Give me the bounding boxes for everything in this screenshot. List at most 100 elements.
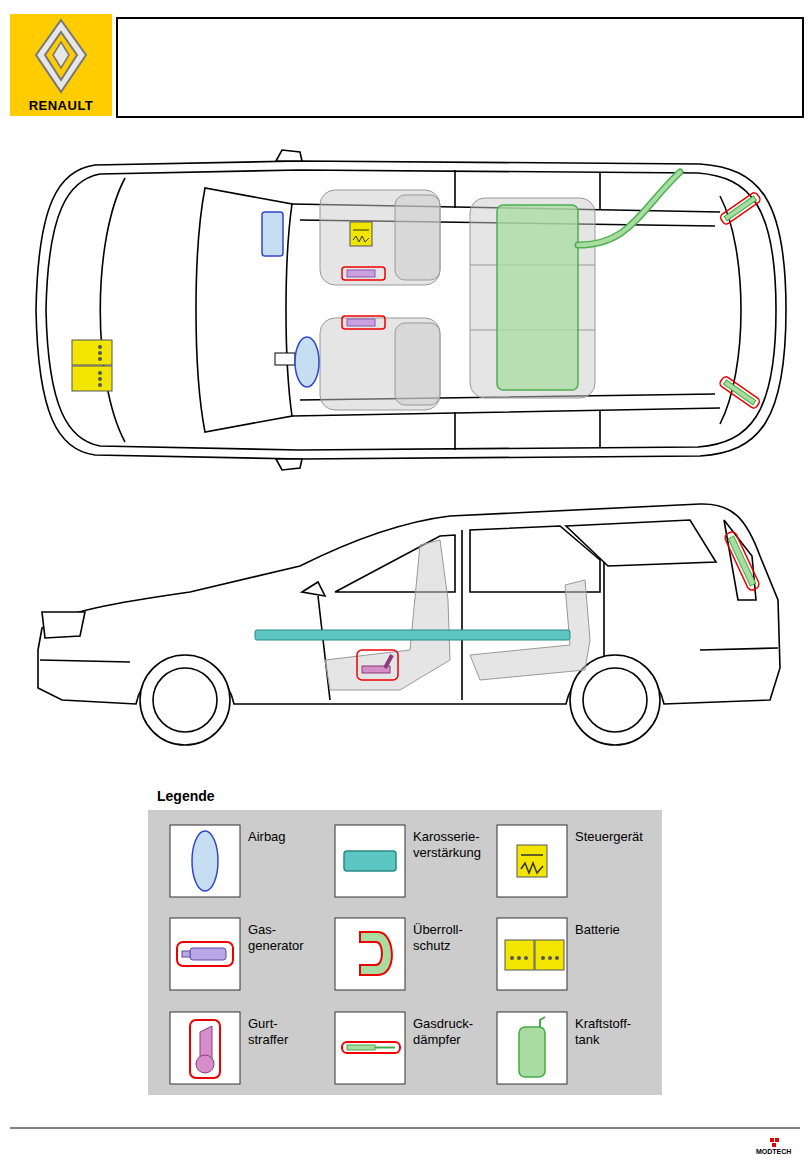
belt-tensioner-side bbox=[357, 650, 398, 680]
car-side-view-part bbox=[42, 612, 85, 638]
seat-part bbox=[320, 318, 440, 410]
legend-text: Airbag bbox=[248, 829, 286, 845]
legend-item: Gasdruck- dämpfer bbox=[413, 1016, 473, 1049]
legend-item: Gas- generator bbox=[248, 922, 304, 955]
gas-strut-symbol-part bbox=[347, 1045, 375, 1050]
airbag-top-part bbox=[295, 337, 319, 387]
modtech-logo-part bbox=[775, 1138, 779, 1142]
airbag-symbol-part bbox=[192, 831, 218, 891]
battery-top-part bbox=[72, 340, 112, 365]
legend-text: Batterie bbox=[575, 922, 620, 938]
gas-generator-top-part bbox=[342, 267, 385, 280]
gas-generator-symbol bbox=[177, 942, 233, 966]
legend-icon-box-part bbox=[497, 825, 567, 897]
seat-part bbox=[470, 198, 595, 398]
legend-text: Gas- generator bbox=[248, 922, 304, 955]
belt-tensioner-side-part bbox=[357, 650, 398, 680]
gas-strut-side bbox=[723, 530, 760, 591]
legend-icon-box bbox=[170, 825, 567, 1084]
battery-top-part bbox=[98, 351, 102, 355]
fuel-tank-symbol bbox=[519, 1017, 545, 1077]
gas-generator-symbol-part bbox=[182, 951, 190, 957]
car-side-view-part bbox=[583, 668, 647, 732]
fuel-tank-top-part bbox=[497, 205, 578, 390]
modtech-logo-part bbox=[770, 1138, 774, 1142]
body-reinforcement-symbol-part bbox=[344, 851, 396, 871]
gas-strut-symbol-part bbox=[375, 1047, 395, 1049]
legend-item: Karosserie- verstärkung bbox=[413, 829, 481, 862]
control-unit-top-part bbox=[353, 230, 369, 242]
car-side-view-part bbox=[302, 582, 325, 596]
battery-symbol-part bbox=[555, 956, 559, 960]
car-side-view bbox=[38, 504, 780, 745]
footer-rule bbox=[10, 1128, 800, 1129]
control-unit-top bbox=[350, 222, 372, 246]
airbag-top-part bbox=[275, 353, 295, 365]
legend-item: Kraftstoff- tank bbox=[575, 1016, 631, 1049]
renault-logo bbox=[10, 14, 112, 116]
rollover-protection-symbol-part bbox=[360, 932, 392, 975]
car-top-view-part bbox=[455, 170, 600, 450]
car-top-view-part bbox=[36, 161, 786, 459]
legend-text: Überroll- schutz bbox=[413, 922, 463, 955]
seat-part bbox=[320, 190, 440, 285]
gas-strut-top-part bbox=[724, 380, 756, 405]
battery-top-part bbox=[98, 383, 102, 387]
legend-icon-box-part bbox=[170, 825, 240, 897]
legend-icon-box-part bbox=[335, 918, 405, 990]
gas-strut-top-part bbox=[719, 191, 761, 225]
renault-logo-part bbox=[53, 42, 69, 68]
battery-symbol-part bbox=[517, 956, 521, 960]
body-reinforcement-side-part bbox=[255, 630, 570, 640]
legend-item: Gurt- straffer bbox=[248, 1016, 288, 1049]
car-side-view-part bbox=[153, 668, 217, 732]
fuel-tank-top-part bbox=[578, 172, 680, 245]
legend-icon-box-part bbox=[497, 918, 567, 990]
legend-item: Überroll- schutz bbox=[413, 922, 463, 955]
fuel-tank-top bbox=[497, 172, 680, 390]
seat-part bbox=[395, 195, 440, 280]
battery-symbol bbox=[505, 940, 564, 970]
renault-logo-part bbox=[45, 32, 77, 80]
car-side-view-part bbox=[140, 655, 230, 745]
belt-tensioner-symbol bbox=[190, 1020, 220, 1078]
footer-logo-text: MODTECH bbox=[756, 1148, 791, 1155]
legend-icon-box-part bbox=[335, 1012, 405, 1084]
body-reinforcement-side bbox=[255, 630, 570, 640]
legend-icon-box-part bbox=[497, 1012, 567, 1084]
control-unit-symbol-part bbox=[521, 855, 543, 873]
battery-symbol-part bbox=[505, 940, 534, 970]
gas-strut-top bbox=[719, 191, 762, 409]
rollover-protection-symbol bbox=[360, 932, 392, 975]
airbag-top bbox=[262, 212, 319, 387]
gas-strut-symbol-part bbox=[342, 1042, 400, 1053]
car-top-view-part bbox=[46, 170, 776, 450]
gas-strut-side-part bbox=[723, 530, 760, 591]
legend-item: Steuergerät bbox=[575, 829, 643, 845]
battery-symbol-part bbox=[524, 956, 528, 960]
belt-tensioner-side-part bbox=[385, 655, 392, 668]
renault-logo-part bbox=[36, 20, 86, 92]
legend-text: Karosserie- verstärkung bbox=[413, 829, 481, 862]
car-top-view-part bbox=[100, 178, 125, 442]
control-unit-symbol-part bbox=[517, 845, 547, 877]
seat-part bbox=[395, 323, 440, 405]
belt-tensioner-symbol-part bbox=[190, 1020, 220, 1078]
fuel-tank-symbol-part bbox=[519, 1027, 545, 1077]
legend-panel bbox=[148, 810, 662, 1095]
brand-name: RENAULT bbox=[29, 98, 94, 113]
battery-symbol-part bbox=[548, 956, 552, 960]
battery-symbol-part bbox=[541, 956, 545, 960]
gas-strut-top-part bbox=[719, 375, 761, 409]
header-frame bbox=[117, 18, 803, 117]
gas-generator-top-part bbox=[347, 319, 375, 326]
legend-text: Kraftstoff- tank bbox=[575, 1016, 631, 1049]
battery-top-part bbox=[98, 357, 102, 361]
gas-generator-top-part bbox=[342, 316, 385, 329]
gas-strut-symbol bbox=[342, 1042, 400, 1053]
car-top-view-part bbox=[276, 150, 302, 470]
battery-top-part bbox=[98, 377, 102, 381]
belt-tensioner-symbol-part bbox=[196, 1055, 214, 1073]
